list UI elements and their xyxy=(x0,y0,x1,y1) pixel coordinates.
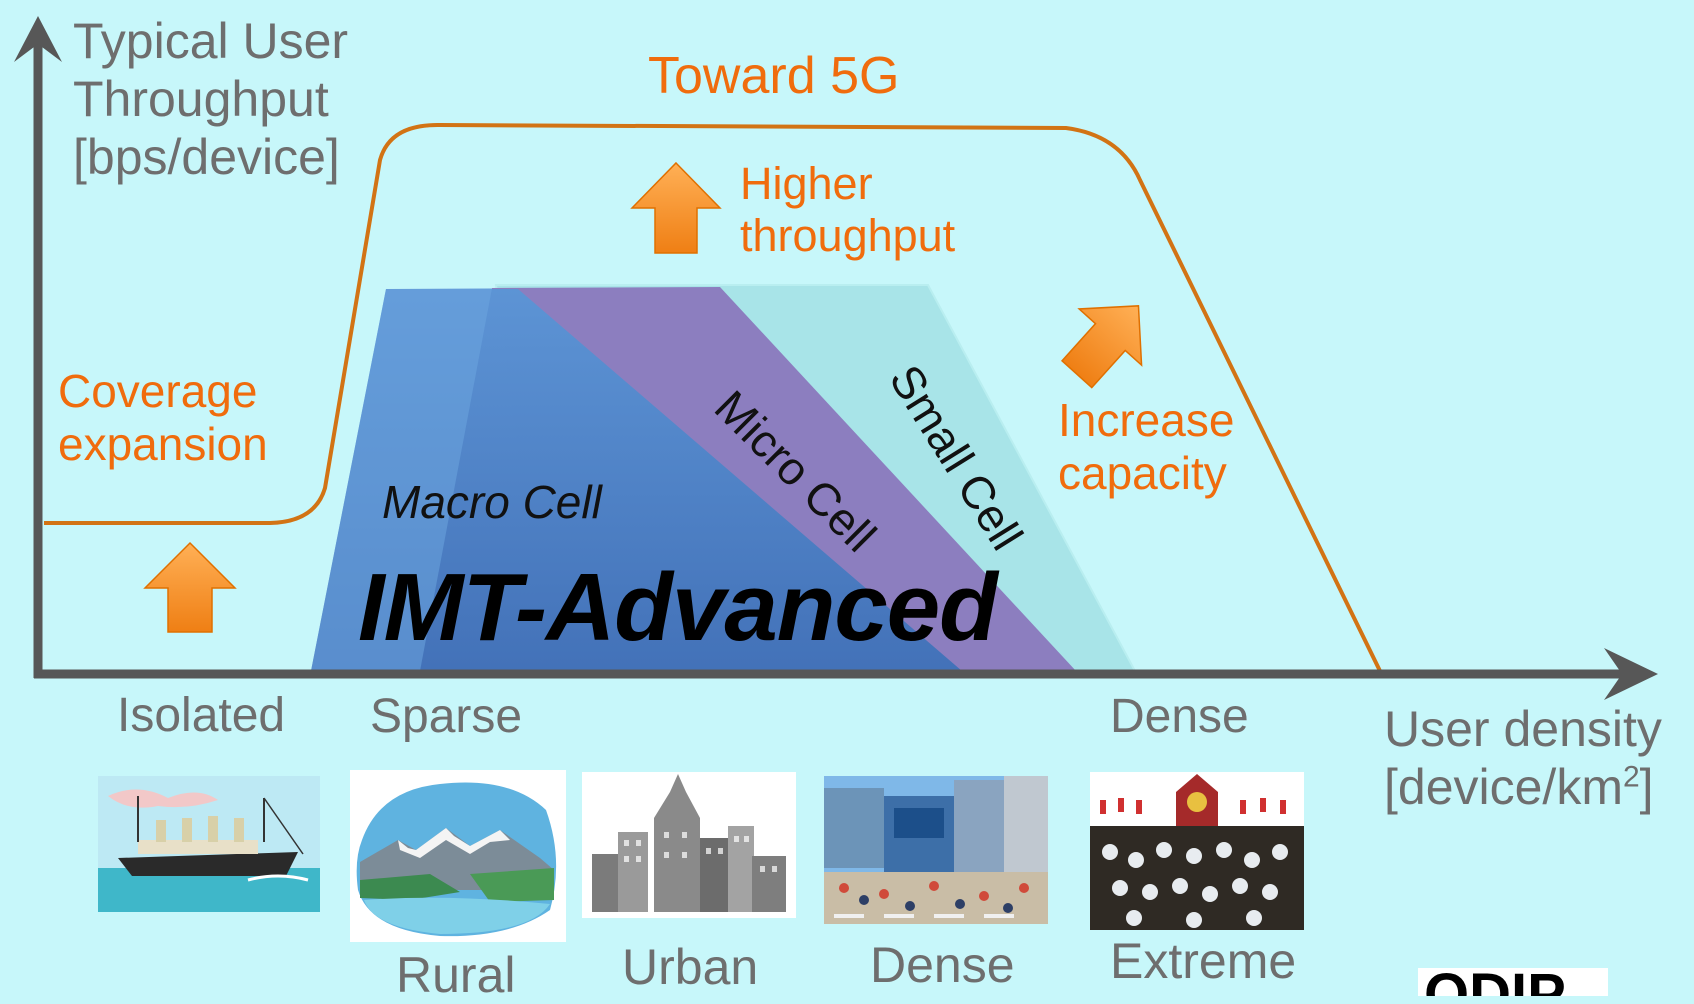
scenario-extreme: Extreme xyxy=(1110,933,1297,989)
scenario-urban: Urban xyxy=(622,939,759,995)
logo: ODIP xyxy=(1418,968,1608,996)
imt-advanced-label: IMT-Advanced xyxy=(358,554,998,661)
density-dense: Dense xyxy=(1110,690,1249,743)
y-axis-title-line-2: Throughput xyxy=(73,71,329,127)
logo-text: ODIP xyxy=(1424,968,1566,996)
density-sparse: Sparse xyxy=(370,690,523,743)
coverage-expansion-line-1: Coverage xyxy=(58,365,258,417)
coverage-arrow-icon xyxy=(143,541,237,633)
scenario-rural: Rural xyxy=(396,947,516,1003)
higher-throughput-line-1: Higher xyxy=(740,158,873,209)
x-axis-unit: [device/km xyxy=(1384,759,1623,815)
y-axis-title-line-3: [bps/device] xyxy=(73,129,340,185)
scenario-dense: Dense xyxy=(870,937,1015,993)
capacity-arrow-icon xyxy=(1060,305,1143,389)
higher-throughput-line-2: throughput xyxy=(740,210,956,262)
city-skyline-image xyxy=(582,772,796,918)
increase-capacity-line-2: capacity xyxy=(1058,447,1227,500)
crowded-crossing-image xyxy=(824,776,1048,924)
coverage-expansion-line-2: expansion xyxy=(58,418,268,471)
x-axis-title-line-2: [device/km2] xyxy=(1384,758,1662,816)
y-axis-arrowhead xyxy=(14,16,62,62)
y-axis-title: Typical User Throughput [bps/device] xyxy=(73,12,348,186)
increase-capacity-label: Increase capacity xyxy=(1058,394,1234,501)
coverage-expansion-label: Coverage expansion xyxy=(58,365,268,472)
ship-image xyxy=(98,776,320,912)
macro-cell-edge-band xyxy=(311,288,492,671)
macro-cell-label: Macro Cell xyxy=(382,476,602,528)
x-axis-title: User density [device/km2] xyxy=(1384,700,1662,816)
x-axis-title-line-1: User density xyxy=(1384,701,1662,757)
y-axis-title-line-1: Typical User xyxy=(73,13,349,69)
density-isolated: Isolated xyxy=(117,689,286,742)
toward-5g-curve xyxy=(44,122,1382,672)
throughput-arrow-icon xyxy=(630,161,722,254)
mountain-lake-image xyxy=(350,770,566,942)
higher-throughput-label: Higher throughput xyxy=(740,158,955,262)
x-axis-unit-exponent: 2 xyxy=(1622,760,1640,794)
toward-5g-title: Toward 5G xyxy=(648,47,900,105)
festival-crowd-image xyxy=(1090,772,1304,930)
increase-capacity-line-1: Increase xyxy=(1058,394,1235,446)
x-axis-unit-close: ] xyxy=(1639,759,1654,815)
x-axis-arrowhead xyxy=(1604,648,1658,700)
